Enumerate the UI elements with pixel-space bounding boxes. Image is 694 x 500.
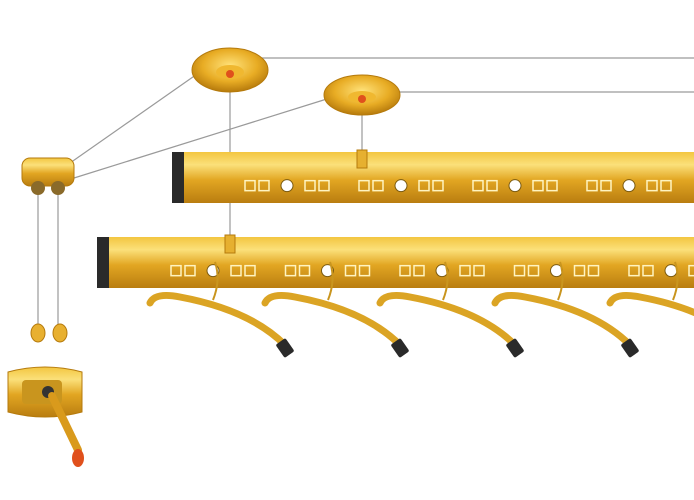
fret-pattern	[244, 264, 256, 277]
hanger-hook	[442, 261, 449, 301]
fret-pattern	[646, 179, 658, 192]
fret-pattern	[473, 264, 485, 277]
hanger-arm	[146, 292, 289, 349]
fret-pattern	[642, 264, 654, 277]
fret-pattern	[413, 264, 425, 277]
fret-pattern	[688, 264, 694, 277]
ceiling-pulley-2	[323, 74, 401, 116]
fret-pattern	[304, 179, 316, 192]
rail-clamp	[224, 234, 236, 254]
wall-pulley-bracket	[21, 157, 75, 195]
rail-clamp	[356, 149, 368, 169]
fret-pattern	[318, 179, 330, 192]
hanger-hook	[672, 261, 679, 301]
hanger-end-cap	[506, 338, 524, 358]
fret-pattern	[573, 264, 586, 277]
hanger-hook	[327, 261, 334, 301]
fret-pattern	[358, 264, 371, 277]
fret-pattern	[170, 264, 182, 277]
fret-pattern	[258, 179, 270, 192]
fret-pattern	[459, 264, 471, 277]
fret-pattern	[472, 179, 484, 192]
rail-endcap	[172, 152, 184, 203]
rail-hole	[508, 179, 522, 193]
fret-pattern	[546, 179, 558, 192]
fret-pattern	[527, 264, 540, 277]
rail-hole	[664, 264, 678, 278]
fret-pattern	[432, 179, 444, 192]
fret-pattern	[586, 179, 598, 192]
hanger-arm	[606, 292, 694, 317]
hanger-arm	[491, 292, 634, 349]
upper-rail	[172, 149, 694, 203]
fret-pattern	[184, 264, 196, 277]
fret-pattern	[418, 179, 430, 192]
lower-rail	[97, 234, 694, 288]
cable-weights	[30, 323, 68, 343]
hanger-hook	[212, 261, 219, 301]
hanger-arm	[261, 292, 404, 349]
fret-pattern	[284, 264, 297, 277]
rail-hole	[280, 179, 294, 193]
rail-endcap	[97, 237, 109, 288]
fret-pattern	[660, 179, 672, 192]
fret-pattern	[600, 179, 612, 192]
hanger-hook	[557, 261, 564, 301]
rail-hole	[394, 179, 408, 193]
fret-pattern	[513, 264, 526, 277]
fret-pattern	[230, 264, 242, 277]
fret-pattern	[244, 179, 256, 192]
fret-pattern	[486, 179, 498, 192]
rail-hole	[622, 179, 636, 193]
rail-body	[97, 237, 694, 288]
hanger-arm	[376, 292, 519, 349]
fret-pattern	[344, 264, 357, 277]
ceiling-pulley-1	[191, 47, 269, 93]
fret-pattern	[628, 264, 640, 277]
hanger-end-cap	[621, 338, 639, 358]
hangers	[146, 261, 694, 358]
fret-pattern	[298, 264, 311, 277]
fret-pattern	[372, 179, 384, 192]
hanger-end-cap	[391, 338, 409, 358]
cables	[37, 57, 694, 330]
fret-pattern	[587, 264, 600, 277]
rail-hole	[321, 264, 334, 278]
fret-pattern	[399, 264, 411, 277]
hanger-end-cap	[276, 338, 294, 358]
fret-pattern	[358, 179, 370, 192]
fret-pattern	[532, 179, 544, 192]
hand-crank	[7, 366, 84, 467]
rail-body	[172, 152, 694, 203]
